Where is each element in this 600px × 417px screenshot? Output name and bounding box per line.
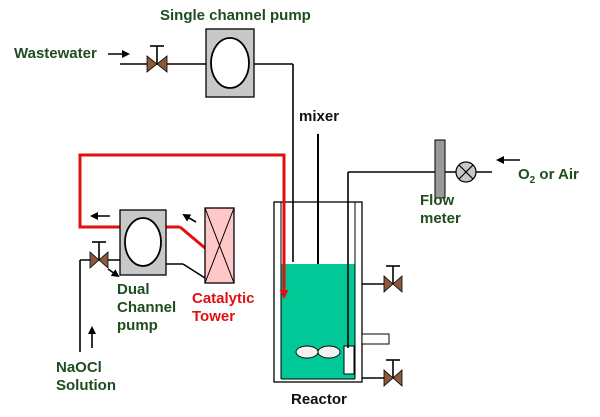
reactor-outlet-valve-lower-icon <box>362 359 403 387</box>
naocl-label-line1: NaOCl <box>56 359 102 376</box>
reactor-outlet-valve-upper-icon <box>362 265 403 293</box>
dual-pump-label-line2: Channel <box>117 299 176 316</box>
flow-label-line2: meter <box>420 210 461 227</box>
air-valve-icon <box>455 161 477 183</box>
flow-label-line1: Flow <box>420 192 454 209</box>
sparger-icon <box>343 345 355 375</box>
o2-air-label: O2 or Air <box>518 166 579 186</box>
single-pump-label: Single channel pump <box>160 7 311 24</box>
dual-channel-pump-icon <box>119 209 167 276</box>
catalytic-tower-label-line1: Catalytic <box>192 290 255 307</box>
flow-meter-icon <box>434 139 446 199</box>
naocl-label-line2: Solution <box>56 377 116 394</box>
wastewater-label: Wastewater <box>14 45 97 62</box>
single-channel-pump-icon <box>205 28 255 98</box>
flow-arrow-tower-top-icon <box>182 213 197 223</box>
flow-arrow-pump-out-icon <box>107 268 120 278</box>
reactor-label: Reactor <box>291 391 347 408</box>
impeller-icon <box>295 345 341 359</box>
mixer-label: mixer <box>299 108 339 125</box>
feed-valve-icon <box>146 45 168 73</box>
recirculation-line <box>78 153 289 299</box>
reactor-vessel <box>273 201 390 383</box>
naocl-valve-icon <box>89 241 109 269</box>
catalytic-tower-icon <box>204 207 235 284</box>
dual-pump-label-line3: pump <box>117 317 158 334</box>
catalytic-tower-label-line2: Tower <box>192 308 235 325</box>
dual-pump-label-line1: Dual <box>117 281 150 298</box>
